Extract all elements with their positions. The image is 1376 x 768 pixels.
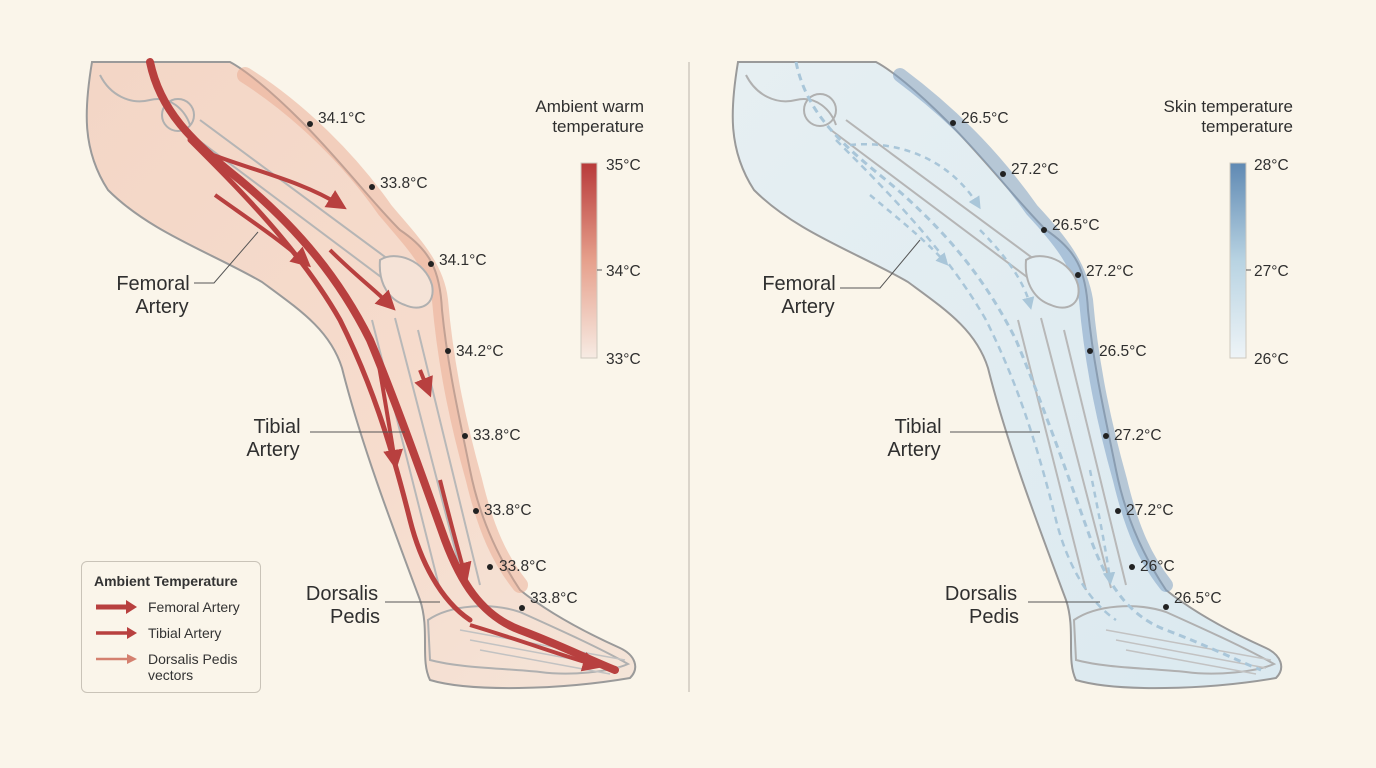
left-reading-3: 34.1°C: [439, 252, 487, 269]
right-label-dorsalis-2: Pedis: [969, 606, 1019, 628]
left-scale-bar: [580, 162, 598, 359]
right-label-femoral-1: Femoral: [762, 273, 835, 295]
legend-label-tibial: Tibial Artery: [148, 625, 222, 641]
right-readings: 26.5°C 27.2°C 26.5°C 27.2°C 26.5°C 27.2°…: [950, 110, 1222, 610]
left-reading-8: 33.8°C: [530, 590, 578, 607]
right-scale-max: 28°C: [1254, 157, 1289, 174]
legend-item-tibial: Tibial Artery: [94, 625, 258, 641]
right-leg-figure: [731, 61, 1283, 690]
right-label-dorsalis-1: Dorsalis: [945, 583, 1017, 605]
left-label-femoral-2: Artery: [135, 296, 188, 318]
legend-title: Ambient Temperature: [94, 573, 238, 589]
right-label-tibial-2: Artery: [887, 439, 940, 461]
right-scale-title-2: temperature: [1201, 117, 1293, 136]
legend-item-dorsalis: Dorsalis Pedis vectors: [94, 651, 258, 683]
right-reading-1: 26.5°C: [961, 110, 1009, 127]
right-reading-8: 26°C: [1140, 558, 1175, 575]
right-reading-5: 26.5°C: [1099, 343, 1147, 360]
left-label-tibial-1: Tibial: [253, 416, 300, 438]
left-reading-6: 33.8°C: [484, 502, 532, 519]
legend-arrow-femoral-icon: [96, 600, 137, 614]
right-scale-min: 26°C: [1254, 351, 1289, 368]
left-scale-max: 35°C: [606, 157, 641, 174]
left-scale-title-1: Ambient warm: [535, 97, 644, 116]
right-reading-4: 27.2°C: [1086, 263, 1134, 280]
left-leg-figure: [85, 58, 637, 690]
right-reading-2: 27.2°C: [1011, 161, 1059, 178]
left-reading-7: 33.8°C: [499, 558, 547, 575]
right-reading-6: 27.2°C: [1114, 427, 1162, 444]
right-reading-3: 26.5°C: [1052, 217, 1100, 234]
legend-item-femoral: Femoral Artery: [94, 599, 258, 615]
left-label-tibial-2: Artery: [246, 439, 299, 461]
left-scale-min: 33°C: [606, 351, 641, 368]
left-reading-4: 34.2°C: [456, 343, 504, 360]
left-scale-mid: 34°C: [606, 263, 641, 280]
right-scale-mid: 27°C: [1254, 263, 1289, 280]
right-reading-7: 27.2°C: [1126, 502, 1174, 519]
legend-arrow-dorsalis-icon: [96, 654, 137, 664]
legend-label-femoral: Femoral Artery: [148, 599, 240, 615]
left-scale-title-2: temperature: [552, 117, 644, 136]
right-label-tibial-1: Tibial: [894, 416, 941, 438]
left-reading-1: 34.1°C: [318, 110, 366, 127]
right-scale-title-1: Skin temperature: [1164, 97, 1293, 116]
left-label-dorsalis-1: Dorsalis: [306, 583, 378, 605]
left-readings: 34.1°C 33.8°C 34.1°C 34.2°C 33.8°C 33.8°…: [307, 110, 578, 611]
left-label-femoral-1: Femoral: [116, 273, 189, 295]
left-reading-2: 33.8°C: [380, 175, 428, 192]
right-reading-9: 26.5°C: [1174, 590, 1222, 607]
legend-label-dorsalis: Dorsalis Pedis vectors: [148, 651, 238, 683]
right-scale-bar: [1229, 162, 1247, 359]
legend: Ambient Temperature Femoral Artery Tibia…: [81, 561, 261, 693]
right-label-femoral-2: Artery: [781, 296, 834, 318]
legend-arrow-tibial-icon: [96, 627, 137, 639]
left-reading-5: 33.8°C: [473, 427, 521, 444]
left-label-dorsalis-2: Pedis: [330, 606, 380, 628]
